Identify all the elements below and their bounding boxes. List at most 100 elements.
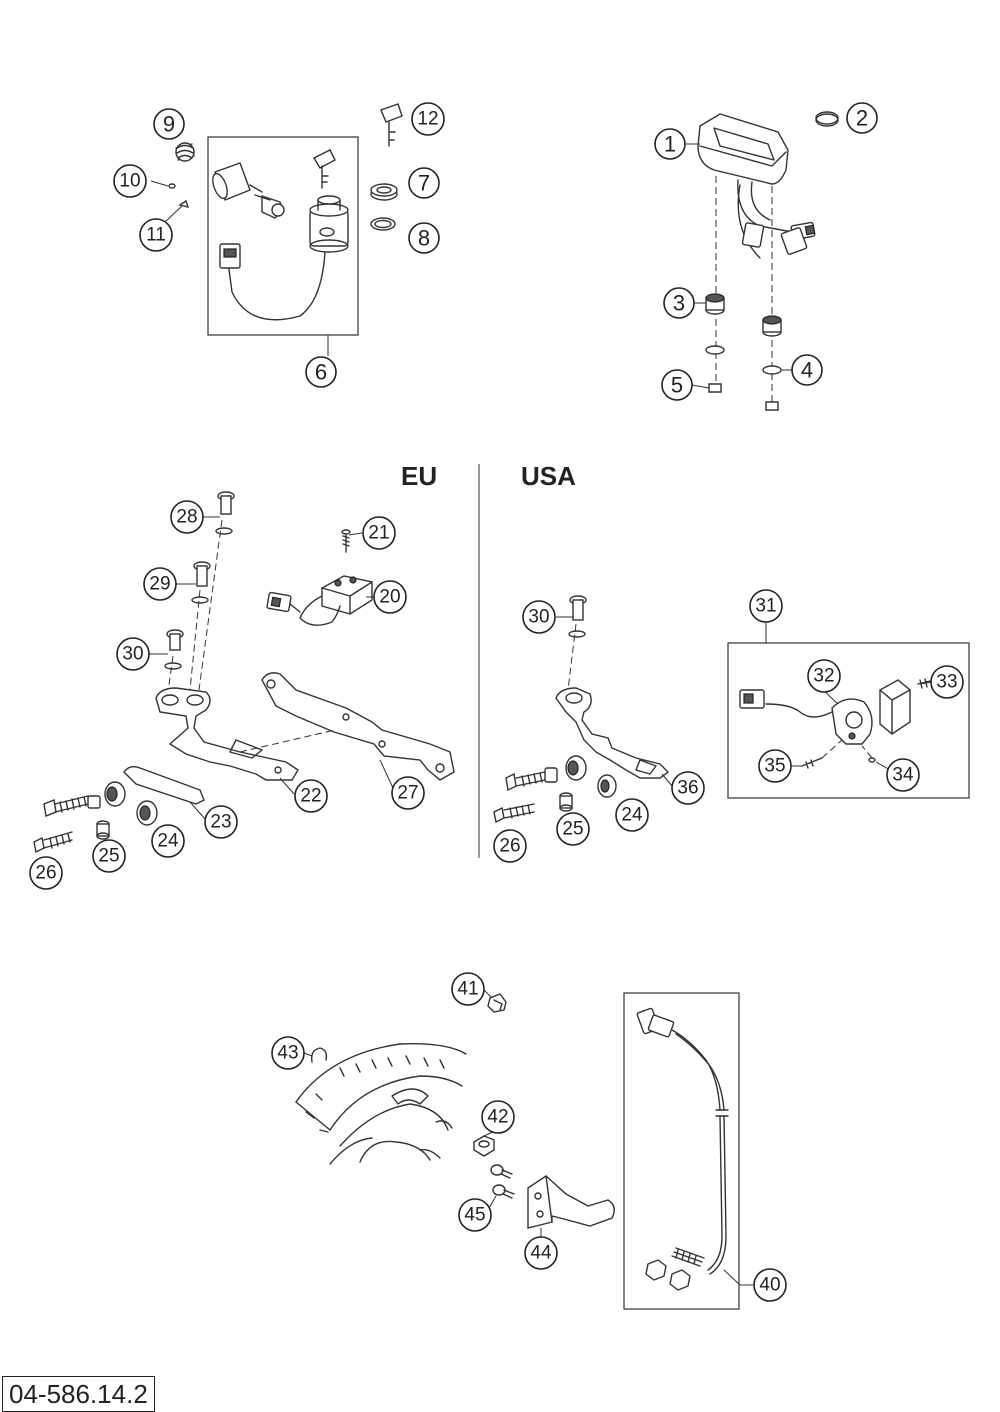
callout-23: 23 bbox=[204, 805, 238, 839]
svg-text:10: 10 bbox=[119, 171, 140, 192]
callout-33: 33 bbox=[930, 665, 964, 699]
eu-region-title: EU bbox=[401, 461, 437, 491]
screw-45-lower-drawing bbox=[492, 1184, 515, 1199]
sensor-40-drawing bbox=[636, 1007, 729, 1291]
svg-text:5: 5 bbox=[671, 373, 683, 398]
callout-4: 4 bbox=[791, 354, 823, 386]
damper-24-usa-drawing bbox=[597, 774, 617, 798]
svg-text:7: 7 bbox=[418, 171, 430, 196]
callout-45: 45 bbox=[458, 1198, 492, 1232]
cover-33-drawing bbox=[879, 679, 911, 735]
svg-text:26: 26 bbox=[35, 863, 56, 884]
sensor-20-drawing bbox=[266, 575, 373, 626]
callout-26-usa: 26 bbox=[493, 829, 527, 863]
callout-22: 22 bbox=[294, 779, 328, 813]
cap-part-drawing bbox=[815, 111, 839, 127]
svg-text:24: 24 bbox=[621, 805, 643, 826]
callout-36: 36 bbox=[671, 771, 705, 805]
svg-text:33: 33 bbox=[936, 672, 957, 693]
svg-text:31: 31 bbox=[755, 596, 776, 617]
callout-25-usa: 25 bbox=[556, 812, 590, 846]
svg-text:21: 21 bbox=[368, 523, 389, 544]
ignition-wire-drawing bbox=[219, 243, 326, 321]
svg-text:30: 30 bbox=[122, 644, 143, 665]
callout-32: 32 bbox=[807, 659, 841, 693]
svg-text:25: 25 bbox=[98, 846, 119, 867]
ring-nut-drawing bbox=[370, 183, 398, 201]
svg-text:4: 4 bbox=[801, 358, 813, 383]
damper-eu-drawing bbox=[104, 781, 126, 807]
bolt-26-eu-drawing bbox=[33, 831, 73, 854]
callout-24-eu: 24 bbox=[151, 824, 185, 858]
display-cable-drawing bbox=[737, 179, 816, 259]
callout-27: 27 bbox=[391, 776, 425, 810]
callout-34: 34 bbox=[886, 758, 920, 792]
svg-text:24: 24 bbox=[157, 831, 179, 852]
lock-cylinder-drawing bbox=[212, 162, 285, 219]
bolt-long-drawing bbox=[43, 795, 89, 817]
bracket-36-drawing bbox=[555, 687, 670, 779]
drawing-code: 04-586.14.2 bbox=[2, 1376, 155, 1412]
spacer-eu-drawing bbox=[87, 795, 101, 809]
small-washer-drawing bbox=[168, 183, 176, 189]
callout-20: 20 bbox=[373, 580, 407, 614]
callout-6: 6 bbox=[305, 356, 337, 388]
svg-text:36: 36 bbox=[677, 778, 698, 799]
bracket-44-drawing bbox=[527, 1175, 615, 1229]
washer-right-drawing bbox=[762, 365, 782, 375]
sensor-32-drawing bbox=[739, 689, 873, 745]
washer-ring-drawing bbox=[370, 217, 396, 231]
pin-30-eu-drawing bbox=[164, 629, 184, 670]
bracket-22-drawing bbox=[155, 687, 299, 781]
svg-text:32: 32 bbox=[813, 666, 834, 687]
small-pin-drawing bbox=[178, 199, 190, 208]
display-housing-drawing bbox=[697, 113, 789, 185]
callout-3: 3 bbox=[663, 287, 695, 319]
svg-text:43: 43 bbox=[277, 1043, 298, 1064]
grommet-right-drawing bbox=[762, 315, 782, 337]
callout-28: 28 bbox=[170, 500, 204, 534]
key-drawing bbox=[313, 149, 336, 189]
callout-5: 5 bbox=[661, 369, 693, 401]
sleeve-25-usa-drawing bbox=[559, 792, 573, 812]
ignition-switch-drawing bbox=[309, 195, 349, 253]
callout-10: 10 bbox=[113, 164, 147, 198]
svg-text:30: 30 bbox=[528, 607, 549, 628]
callout-26-eu: 26 bbox=[29, 856, 63, 890]
svg-text:35: 35 bbox=[764, 756, 785, 777]
callout-2: 2 bbox=[846, 102, 878, 134]
callout-1: 1 bbox=[654, 128, 686, 160]
svg-text:12: 12 bbox=[417, 109, 438, 130]
display-unit-group bbox=[686, 111, 839, 411]
bracket-27-drawing bbox=[261, 672, 455, 781]
svg-text:29: 29 bbox=[149, 574, 170, 595]
damper-usa-drawing bbox=[565, 755, 587, 781]
svg-text:3: 3 bbox=[673, 291, 685, 316]
grommet-left-drawing bbox=[705, 293, 725, 315]
callout-44: 44 bbox=[524, 1236, 558, 1270]
callout-41: 41 bbox=[451, 972, 485, 1006]
callout-29: 29 bbox=[143, 567, 177, 601]
svg-text:27: 27 bbox=[397, 783, 418, 804]
pin-28-drawing bbox=[215, 491, 235, 535]
svg-text:8: 8 bbox=[418, 226, 430, 251]
svg-text:11: 11 bbox=[146, 225, 166, 246]
callout-21: 21 bbox=[362, 516, 396, 550]
svg-text:41: 41 bbox=[457, 979, 478, 1000]
screw-35-drawing bbox=[801, 757, 823, 769]
svg-text:6: 6 bbox=[315, 360, 327, 385]
callout-31: 31 bbox=[749, 589, 783, 623]
eu-bracket-group bbox=[33, 491, 455, 854]
usa-bracket-group bbox=[493, 595, 970, 824]
nut-left-drawing bbox=[708, 383, 722, 393]
clip-41-drawing bbox=[487, 993, 507, 1013]
svg-text:23: 23 bbox=[210, 812, 231, 833]
callout-30-usa: 30 bbox=[522, 600, 556, 634]
bolt-usa-drawing bbox=[505, 771, 546, 792]
callout-42: 42 bbox=[481, 1100, 515, 1134]
svg-text:45: 45 bbox=[464, 1205, 485, 1226]
callout-40: 40 bbox=[753, 1268, 787, 1302]
pin-30-usa-drawing bbox=[568, 595, 587, 638]
washer-left-drawing bbox=[705, 345, 725, 355]
